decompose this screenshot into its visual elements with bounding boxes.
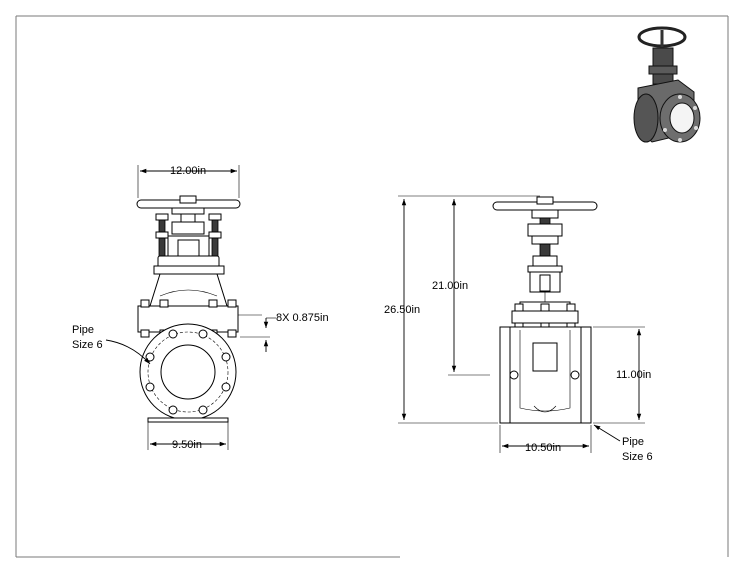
front-handwheel-hub	[179, 195, 197, 204]
side-dimension-height	[398, 195, 540, 424]
side-length-label: 10.50in	[525, 442, 561, 454]
front-view	[136, 195, 262, 423]
front-pipe-label-line2: Size 6	[72, 339, 103, 351]
side-height-label: 26.50in	[384, 304, 420, 316]
front-width-label: 12.00in	[170, 165, 206, 177]
side-dimension-body	[593, 326, 645, 424]
side-pipe-label-line2: Size 6	[622, 451, 653, 463]
front-pipe-leader	[105, 339, 151, 365]
front-dimension-width	[137, 165, 240, 198]
side-body-label: 11.00in	[616, 369, 651, 381]
isometric-valve-thumbnail	[633, 26, 701, 143]
front-pipe-label-line1: Pipe	[72, 324, 94, 336]
side-pipe-leader	[593, 424, 621, 442]
side-view	[492, 196, 598, 424]
side-flange-left	[499, 326, 511, 424]
front-dimension-bolt	[240, 317, 276, 352]
front-flange-label: 9.50in	[172, 439, 202, 451]
sheet-border	[15, 15, 729, 558]
front-dimension-flange	[147, 422, 229, 450]
side-dimension-length	[499, 425, 592, 453]
side-pipe-label-line1: Pipe	[622, 436, 644, 448]
side-body-window	[532, 342, 558, 372]
side-flange-right	[580, 326, 592, 424]
side-dimension-stem	[448, 199, 490, 376]
side-stem-label: 21.00in	[432, 280, 468, 292]
front-bolt-label: 8X 0.875in	[276, 312, 329, 324]
side-bonnet-flange	[511, 310, 579, 324]
front-pipe-bore	[160, 344, 216, 400]
